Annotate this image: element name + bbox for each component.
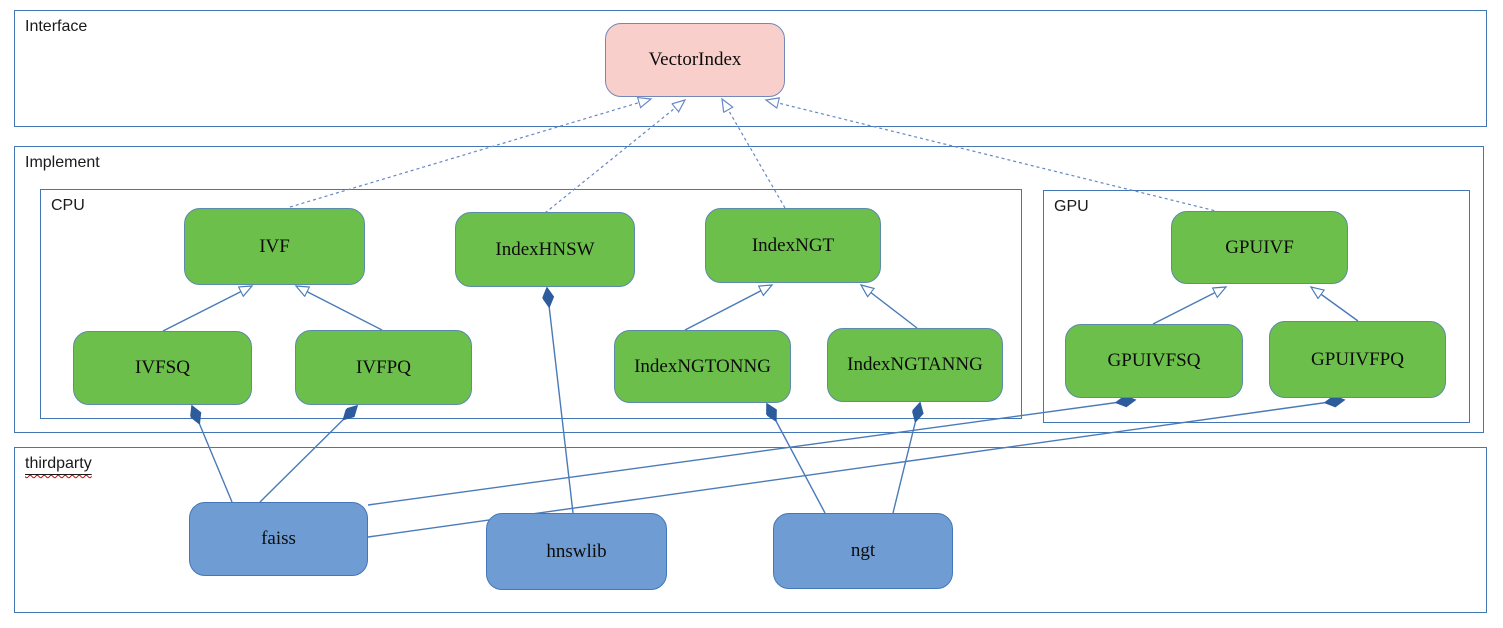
node-gpuivf: GPUIVF: [1171, 211, 1348, 284]
node-indexngtanng-label: IndexNGTANNG: [847, 354, 983, 375]
node-faiss-label: faiss: [261, 528, 296, 549]
node-faiss: faiss: [189, 502, 368, 576]
node-ivfpq-label: IVFPQ: [356, 356, 411, 378]
node-gpuivfsq-label: GPUIVFSQ: [1107, 350, 1201, 371]
node-vectorindex-label: VectorIndex: [648, 49, 742, 70]
node-ngt: ngt: [773, 513, 953, 589]
node-indexhnsw: IndexHNSW: [455, 212, 635, 287]
node-indexngt: IndexNGT: [705, 208, 881, 283]
node-ivfsq: IVFSQ: [73, 331, 252, 405]
container-thirdparty-label: thirdparty: [25, 455, 92, 472]
container-implement-label: Implement: [25, 154, 100, 171]
node-gpuivf-label: GPUIVF: [1225, 236, 1294, 258]
node-indexngtonng: IndexNGTONNG: [614, 330, 791, 403]
node-indexhnsw-label: IndexHNSW: [495, 238, 595, 260]
container-interface-label: Interface: [25, 18, 88, 35]
node-ivfpq: IVFPQ: [295, 330, 472, 405]
node-ivfsq-label: IVFSQ: [135, 357, 190, 378]
node-gpuivfsq: GPUIVFSQ: [1065, 324, 1243, 398]
node-indexngtanng: IndexNGTANNG: [827, 328, 1003, 402]
container-cpu-label: CPU: [51, 197, 85, 214]
node-vectorindex: VectorIndex: [605, 23, 785, 97]
node-gpuivfpq: GPUIVFPQ: [1269, 321, 1446, 398]
container-gpu-label: GPU: [1054, 198, 1089, 215]
node-indexngtonng-label: IndexNGTONNG: [634, 355, 771, 377]
node-ngt-label: ngt: [850, 540, 876, 561]
node-ivf-label: IVF: [259, 235, 290, 257]
node-gpuivfpq-label: GPUIVFPQ: [1311, 348, 1404, 370]
node-hnswlib: hnswlib: [486, 513, 667, 590]
node-ivf: IVF: [184, 208, 365, 285]
node-indexngt-label: IndexNGT: [751, 234, 835, 256]
node-hnswlib-label: hnswlib: [546, 540, 607, 562]
